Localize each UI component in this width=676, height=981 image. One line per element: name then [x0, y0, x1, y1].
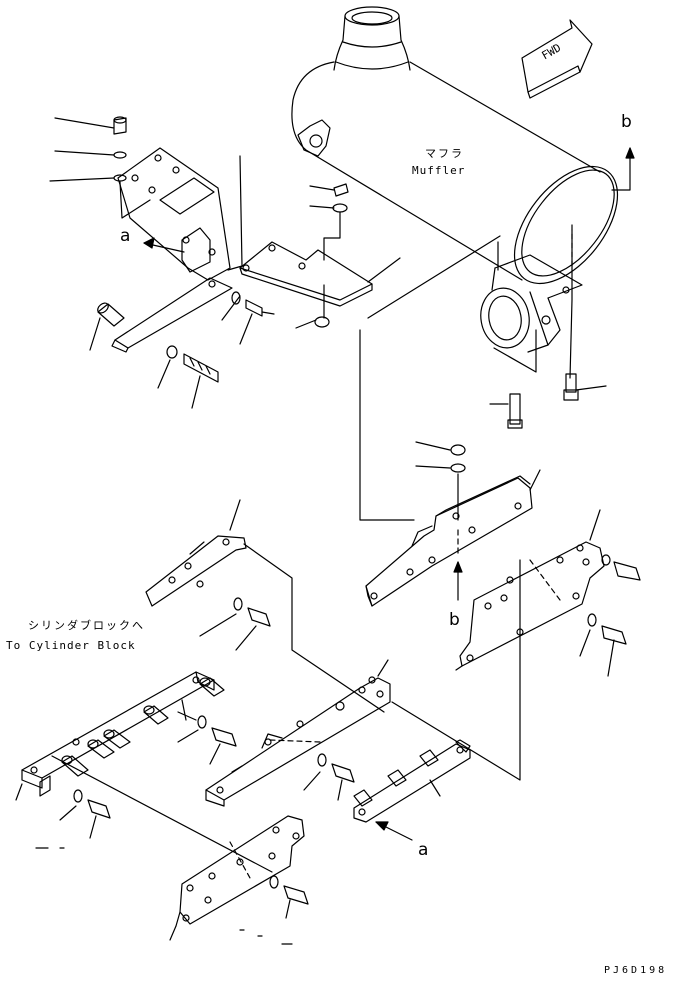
cylinder-label-en: To Cylinder Block [6, 639, 136, 652]
muffler-body [291, 6, 619, 353]
lower-left-frame [15, 671, 225, 801]
muffler-label-jp: マフラ [425, 147, 464, 160]
ref-b-top: b [621, 112, 632, 132]
muffler-label-en: Muffler [412, 164, 466, 177]
muffler-bolts [507, 373, 579, 429]
middle-rail [205, 559, 521, 807]
right-plate [455, 509, 641, 677]
lower-right-frame [353, 739, 471, 841]
muffler-leaders [367, 147, 635, 405]
left-triangle-bracket [145, 499, 385, 713]
ref-a-top: a [120, 226, 131, 246]
center-plate [239, 183, 401, 329]
fwd-arrow [521, 19, 593, 99]
upper-left-bracket [97, 147, 233, 353]
connector-line [359, 329, 415, 521]
ref-b-bottom: b [449, 610, 460, 630]
leader-lines-upper-left [49, 117, 253, 409]
bottom-plate [51, 755, 309, 945]
drawing-code: PJ6D198 [604, 965, 668, 976]
arrow-a-top-head [143, 237, 155, 249]
cylinder-label-jp: シリンダブロックへ [28, 619, 145, 632]
lower-left-fasteners [35, 699, 237, 849]
right-rail [365, 441, 541, 607]
arrow-a-bottom-head [375, 821, 389, 831]
ref-a-bottom: a [418, 840, 429, 860]
